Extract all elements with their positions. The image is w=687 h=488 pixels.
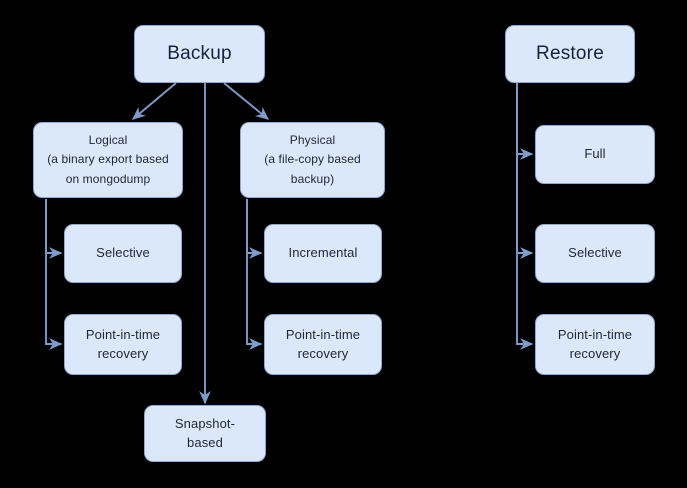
node-restore-selective[interactable]: Selective: [535, 224, 655, 283]
node-physical-label: Physical (a file-copy based backup): [264, 133, 361, 186]
edge-backup-logical: [131, 82, 177, 120]
node-logical-selective[interactable]: Selective: [64, 224, 182, 283]
edge-restore-full: [516, 83, 534, 160]
node-physical[interactable]: Physical (a file-copy based backup): [240, 122, 385, 198]
node-logical[interactable]: Logical (a binary export based on mongod…: [33, 122, 183, 198]
node-logical-point-in-time-recovery[interactable]: Point-in-time recovery: [64, 314, 182, 375]
node-physical-point-in-time-recovery-label: Point-in-time recovery: [285, 326, 361, 361]
edge-logical-pitr: [45, 199, 63, 350]
edge-physical-pitr: [246, 199, 263, 350]
node-physical-incremental[interactable]: Incremental: [264, 224, 382, 283]
node-backup[interactable]: Backup: [134, 25, 265, 83]
node-snapshot-based-label: Snapshot- based: [174, 415, 236, 450]
edge-logical-selective: [45, 199, 63, 259]
node-restore-point-in-time-recovery[interactable]: Point-in-time recovery: [535, 314, 655, 375]
edge-backup-physical: [223, 82, 270, 120]
edge-physical-incremental: [246, 199, 263, 259]
node-physical-point-in-time-recovery[interactable]: Point-in-time recovery: [264, 314, 382, 375]
node-restore-label: Restore: [536, 43, 604, 65]
node-logical-label: Logical (a binary export based on mongod…: [47, 133, 169, 186]
node-restore-full[interactable]: Full: [535, 125, 655, 184]
node-restore-point-in-time-recovery-label: Point-in-time recovery: [557, 326, 633, 361]
node-restore-full-label: Full: [584, 146, 606, 162]
node-restore[interactable]: Restore: [505, 25, 635, 83]
node-restore-selective-label: Selective: [568, 245, 622, 261]
node-backup-label: Backup: [167, 43, 232, 65]
edge-restore-pitr: [516, 83, 534, 350]
node-snapshot-based[interactable]: Snapshot- based: [144, 405, 266, 462]
node-physical-incremental-label: Incremental: [288, 245, 358, 261]
node-logical-selective-label: Selective: [96, 245, 150, 261]
edge-restore-selective: [516, 83, 534, 259]
node-logical-point-in-time-recovery-label: Point-in-time recovery: [85, 326, 161, 361]
